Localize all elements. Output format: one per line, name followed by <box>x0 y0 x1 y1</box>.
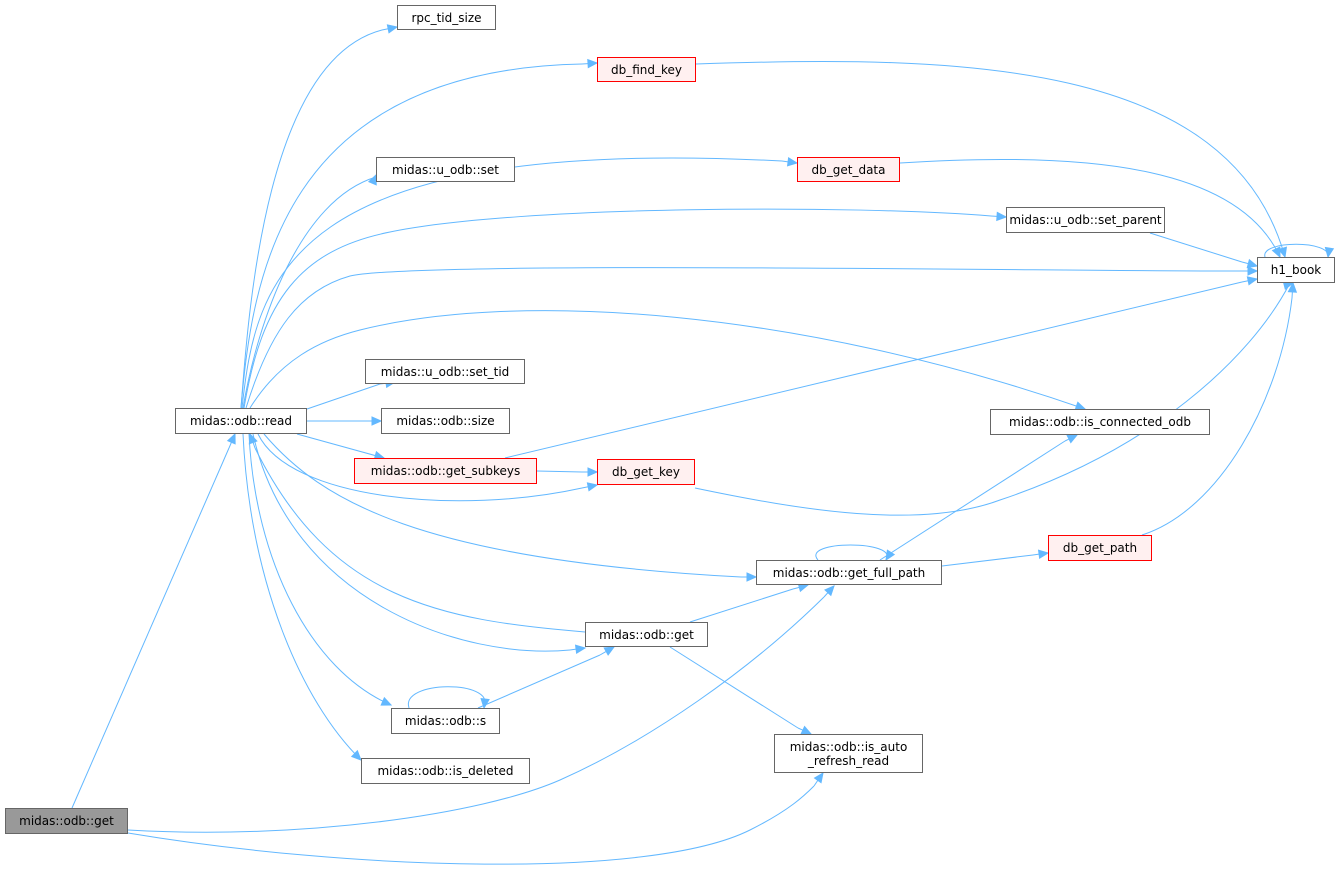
edge-subkeys-db-get-key-arrowhead <box>587 467 599 477</box>
edge-read-db-get-data-tail <box>781 160 789 163</box>
edge-read-db-get-data-arrowhead <box>786 157 799 167</box>
edge-subkeys-db-get-key <box>536 470 583 473</box>
edge-set-parent-h1-tail <box>1241 261 1249 265</box>
node-odb-get-subkeys[interactable]: midas::odb::get_subkeys <box>354 458 537 484</box>
edge-read-rpc-tid-size <box>240 29 383 409</box>
node-db-find-key[interactable]: db_find_key <box>597 57 696 82</box>
edge-db-get-key-h1 <box>694 282 1291 516</box>
edge-read-db-get-key <box>257 433 583 502</box>
edge-odb-get-read <box>254 447 586 633</box>
edge-odb-get-auto <box>669 646 799 729</box>
edge-db-path-h1 <box>1141 297 1293 536</box>
edge-odb-get-auto-arrowhead <box>800 725 813 735</box>
edge-read-h1-book-arrowhead <box>1247 266 1259 276</box>
edge-full-path-self <box>815 544 888 561</box>
edge-subkeys-h1-tail <box>1241 280 1249 283</box>
edge-subkeys-h1-arrowhead <box>1246 276 1259 286</box>
edge-read-set-tid <box>306 383 381 410</box>
node-db-get-path[interactable]: db_get_path <box>1048 535 1152 561</box>
edge-full-path-connected-tail <box>1064 438 1070 442</box>
node-u-odb-set[interactable]: midas::u_odb::set <box>376 157 515 182</box>
edge-full-path-db-path-arrowhead <box>1037 549 1050 559</box>
node-odb-is-deleted[interactable]: midas::odb::is_deleted <box>361 758 530 784</box>
edge-db-get-data-h1-arrowhead <box>1271 246 1281 259</box>
edge-db-find-key-h1 <box>695 61 1286 258</box>
edge-root-full-path <box>127 596 825 833</box>
edge-full-path-connected-arrowhead <box>1066 434 1079 444</box>
edge-root-auto-tail <box>813 780 819 787</box>
edge-read-rpc-tid-size-tail <box>381 28 389 31</box>
edge-root-auto-arrowhead <box>813 771 824 784</box>
node-u-odb-set-tid[interactable]: midas::u_odb::set_tid <box>365 359 525 384</box>
edge-db-find-key-h1-arrowhead <box>1277 246 1288 259</box>
edge-read-db-get-key-tail <box>581 486 589 489</box>
edge-read-db-find-key-arrowhead <box>587 58 599 69</box>
node-odb-get-mid[interactable]: midas::odb::get <box>585 622 708 647</box>
edge-read-set-parent-arrowhead <box>996 211 1008 222</box>
edge-read-is-deleted <box>242 433 362 761</box>
edge-root-read <box>71 447 230 809</box>
node-odb-get-full-path[interactable]: midas::odb::get_full_path <box>756 560 942 585</box>
edge-set-parent-h1-arrowhead <box>1246 258 1259 269</box>
edge-read-is-connected <box>249 310 1086 410</box>
edge-read-db-get-data <box>241 157 783 409</box>
edge-root-full-path-tail <box>823 592 829 598</box>
edge-odb-s-odb-get-tail <box>599 650 607 656</box>
edge-read-set-parent <box>243 208 992 409</box>
edge-read-odb-s <box>248 433 392 706</box>
edge-odb-get-read-arrowhead <box>248 432 258 445</box>
node-rpc-tid-size[interactable]: rpc_tid_size <box>397 5 496 30</box>
node-u-odb-set-parent[interactable]: midas::u_odb::set_parent <box>1006 207 1165 233</box>
edge-read-odb-s-arrowhead <box>380 696 393 706</box>
edge-full-path-db-path <box>941 554 1034 567</box>
edge-odb-get-auto-tail <box>797 727 804 731</box>
edge-root-full-path-arrowhead <box>824 585 835 597</box>
edge-read-full-path <box>263 433 742 578</box>
edge-full-path-connected <box>879 440 1066 561</box>
node-db-get-data[interactable]: db_get_data <box>797 157 900 182</box>
edge-read-odb-get-arrowhead <box>574 644 587 654</box>
edge-root-read-tail <box>228 442 232 449</box>
edge-h1-self-arrowhead <box>1324 246 1335 259</box>
edge-odb-s-odb-get <box>477 654 601 709</box>
edge-read-odb-get <box>252 433 571 652</box>
edge-root-auto <box>127 785 815 865</box>
node-db-get-key[interactable]: db_get_key <box>597 459 695 485</box>
edge-read-db-get-key-arrowhead <box>586 482 599 492</box>
edge-read-h1-book <box>245 267 1243 409</box>
edge-read-full-path-arrowhead <box>746 572 758 582</box>
edge-odb-s-odb-get-arrowhead <box>603 646 616 656</box>
node-odb-is-auto-refresh-read[interactable]: midas::odb::is_auto _refresh_read <box>774 734 923 773</box>
edge-full-path-db-path-tail <box>1032 553 1040 556</box>
edge-read-rpc-tid-size-arrowhead <box>386 24 399 34</box>
edge-odb-get-read-tail <box>252 442 256 449</box>
edge-db-path-h1-arrowhead <box>1287 281 1298 293</box>
edge-odb-s-self <box>408 686 486 709</box>
node-odb-is-connected-odb[interactable]: midas::odb::is_connected_odb <box>990 409 1210 435</box>
edge-read-is-deleted-arrowhead <box>350 749 362 761</box>
edge-set-parent-h1 <box>1149 232 1243 263</box>
edge-db-get-data-h1 <box>899 158 1281 258</box>
edge-subkeys-h1 <box>504 281 1243 459</box>
edge-read-get-subkeys <box>296 433 385 459</box>
node-odb-size[interactable]: midas::odb::size <box>381 408 510 434</box>
edge-read-db-find-key <box>240 63 583 409</box>
node-h1-book[interactable]: h1_book <box>1257 257 1335 283</box>
edge-odb-get-full-path <box>689 588 794 623</box>
node-odb-s[interactable]: midas::odb::s <box>391 708 500 734</box>
edge-read-odb-get-tail <box>569 648 577 651</box>
edge-read-size-arrowhead <box>371 416 383 426</box>
edge-odb-get-full-path-tail <box>792 586 800 590</box>
node-odb-read[interactable]: midas::odb::read <box>175 408 307 434</box>
edge-root-read-arrowhead <box>226 432 236 445</box>
node-odb-get-root[interactable]: midas::odb::get <box>5 808 128 834</box>
